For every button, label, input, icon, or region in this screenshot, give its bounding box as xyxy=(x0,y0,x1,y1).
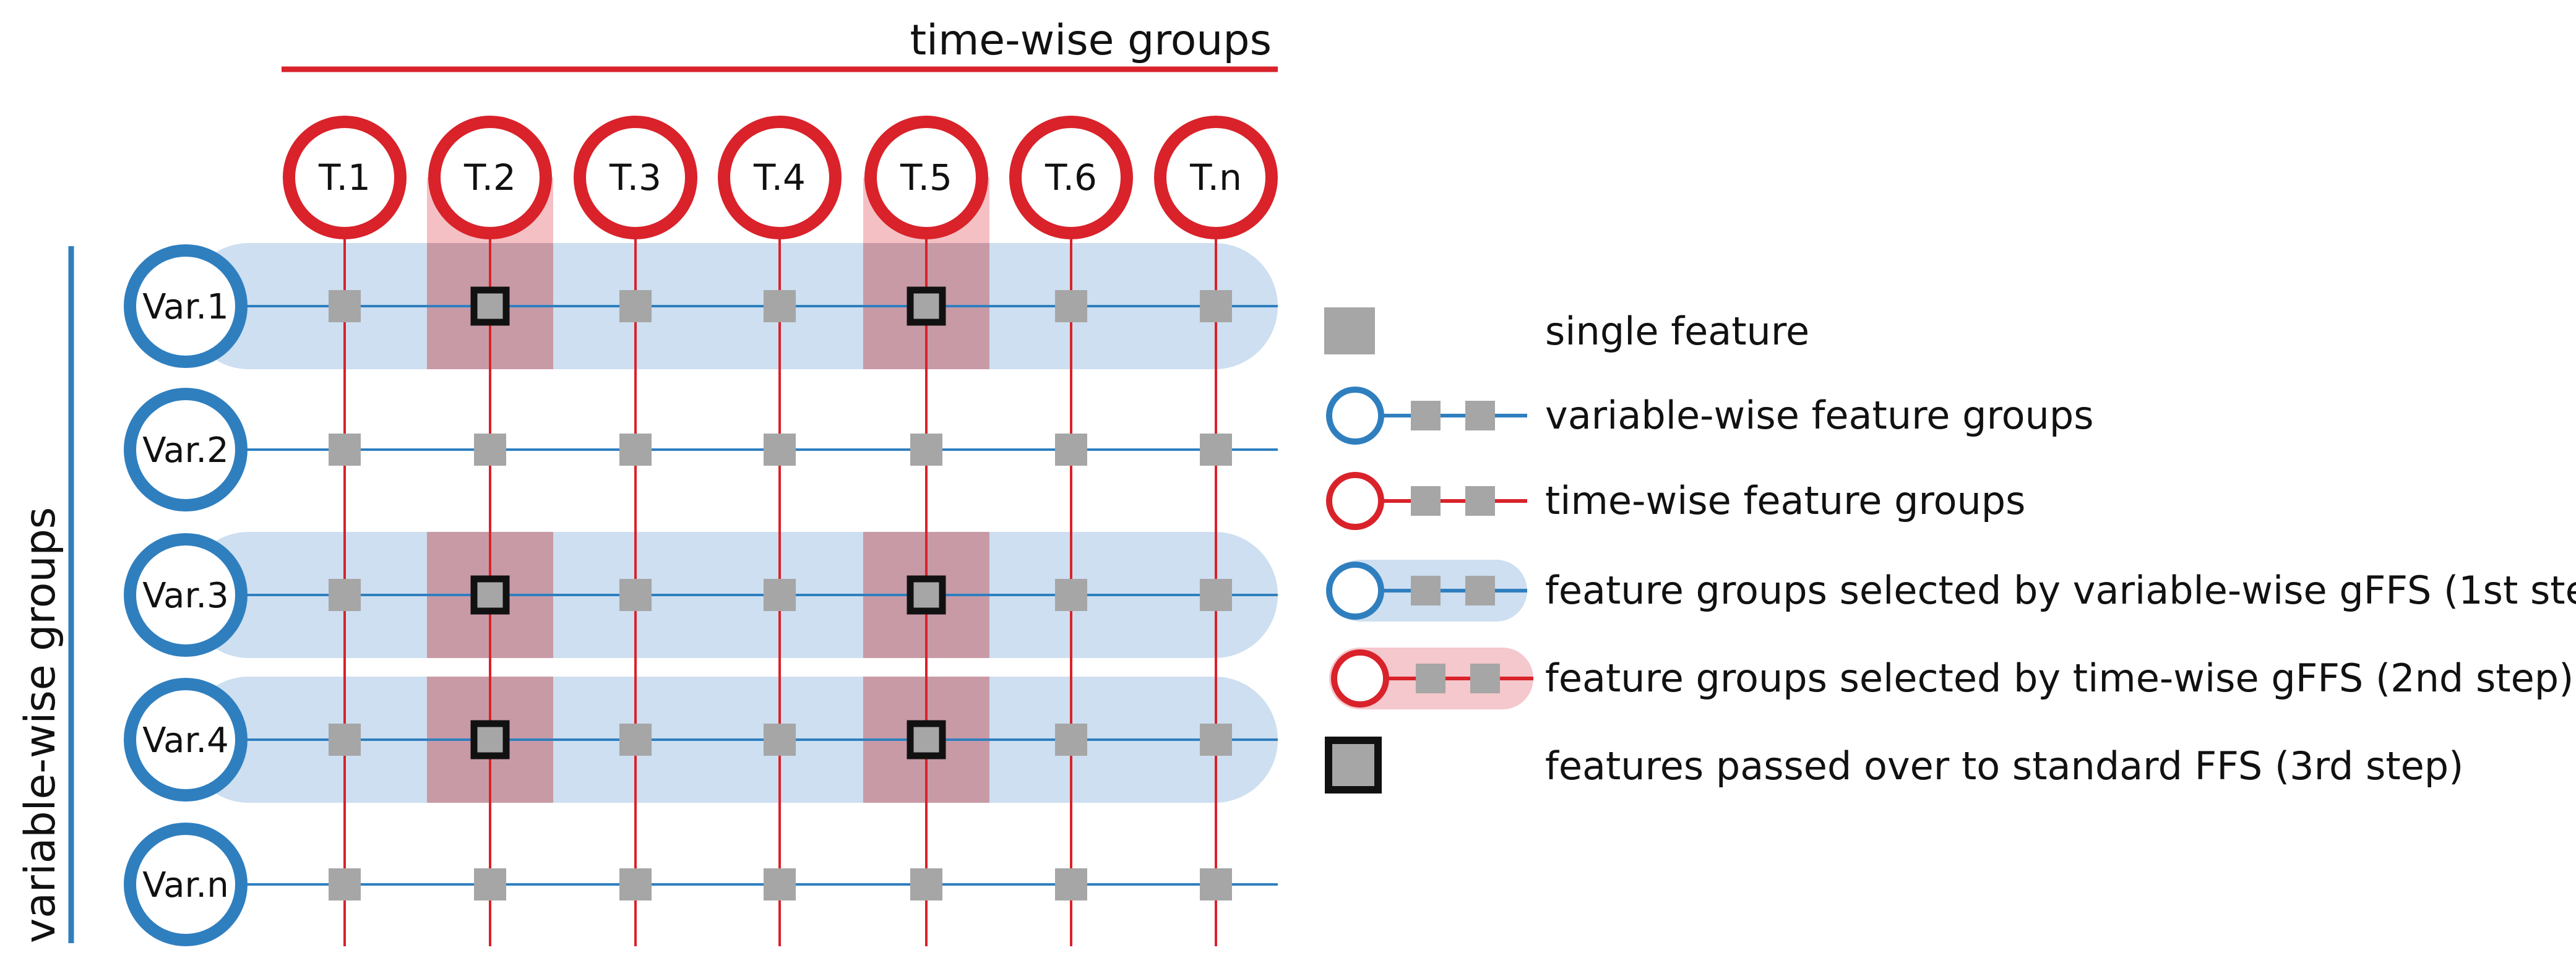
single-feature xyxy=(910,434,942,466)
passed-feature xyxy=(907,575,946,615)
time-group-node xyxy=(574,116,697,239)
passed-feature xyxy=(907,286,946,326)
single-feature xyxy=(764,868,796,900)
single-feature xyxy=(329,868,361,900)
single-feature xyxy=(1200,579,1232,611)
single-feature xyxy=(1055,579,1087,611)
group-nodes: T.1 T.2 T.3 T.4 T.5 T.6 T.nVar.1Var.2Var.3Var.… xyxy=(124,116,1278,946)
time-group-node xyxy=(283,116,407,239)
single-feature xyxy=(764,290,796,322)
variable-group-node xyxy=(124,533,248,657)
feature-grid xyxy=(329,286,1232,900)
legend-selected-time-feature xyxy=(1416,664,1445,693)
single-feature xyxy=(619,290,652,322)
single-feature xyxy=(1055,724,1087,756)
legend-single-feature-label: single feature xyxy=(1545,309,1809,354)
legend-variable-feature xyxy=(1411,401,1441,430)
time-group-label: T.2 xyxy=(463,156,516,199)
single-feature xyxy=(764,434,796,466)
passed-feature xyxy=(470,286,510,326)
single-feature xyxy=(619,868,652,900)
legend-selected-variable-feature xyxy=(1465,576,1495,605)
time-group-node xyxy=(1154,116,1278,239)
single-feature xyxy=(764,724,796,756)
legend-single-feature-symbol xyxy=(1324,307,1375,354)
variable-group-label: Var.2 xyxy=(142,430,229,471)
time-group-label: T.3 xyxy=(609,156,661,199)
single-feature xyxy=(1055,290,1087,322)
legend-selected-variable-node xyxy=(1326,562,1384,620)
single-feature xyxy=(474,434,506,466)
selection-bands xyxy=(186,178,1278,803)
legend-time-feature xyxy=(1465,486,1495,516)
single-feature xyxy=(329,724,361,756)
variable-group-node xyxy=(124,678,248,802)
single-feature xyxy=(619,579,652,611)
variable-group-node xyxy=(124,244,248,368)
single-feature xyxy=(1200,434,1232,466)
time-group-label: T.1 xyxy=(318,156,371,199)
single-feature xyxy=(1055,868,1087,900)
legend-variable-feature xyxy=(1465,401,1495,430)
legend-passed-feature-symbol xyxy=(1325,737,1382,793)
single-feature xyxy=(619,434,652,466)
single-feature xyxy=(329,434,361,466)
single-feature xyxy=(910,868,942,900)
legend-selected-time-feature xyxy=(1470,664,1500,693)
variable-group-label: Var.1 xyxy=(142,287,229,327)
single-feature xyxy=(1200,290,1232,322)
time-wise-groups-title: time-wise groups xyxy=(910,16,1272,65)
time-group-node xyxy=(864,116,988,239)
legend-time-groups-label: time-wise feature groups xyxy=(1545,478,2025,523)
legend-selected-variable-label: feature groups selected by variable-wise… xyxy=(1545,568,2576,613)
single-feature xyxy=(1200,868,1232,900)
passed-feature xyxy=(470,575,510,615)
single-feature xyxy=(764,579,796,611)
single-feature xyxy=(329,579,361,611)
legend: single feature variable-wise feature gro… xyxy=(1324,307,2576,793)
single-feature xyxy=(474,868,506,900)
time-group-label: T.6 xyxy=(1045,156,1097,199)
time-group-label: T.n xyxy=(1189,156,1242,199)
single-feature xyxy=(619,724,652,756)
variable-group-node xyxy=(124,388,248,511)
variable-group-node xyxy=(124,823,248,946)
time-group-node xyxy=(428,116,552,239)
variable-group-label: Var.n xyxy=(142,865,228,905)
time-group-label: T.4 xyxy=(753,156,806,199)
legend-time-feature xyxy=(1411,486,1441,516)
time-group-label: T.5 xyxy=(900,156,952,199)
legend-selected-variable-feature xyxy=(1411,576,1441,605)
single-feature xyxy=(1200,724,1232,756)
legend-variable-groups-label: variable-wise feature groups xyxy=(1545,393,2094,438)
time-group-node xyxy=(1009,116,1133,239)
legend-passed-features-label: features passed over to standard FFS (3r… xyxy=(1545,743,2463,789)
variable-wise-groups-title: variable-wise groups xyxy=(16,507,65,943)
passed-feature xyxy=(470,720,510,759)
variable-group-label: Var.3 xyxy=(142,576,229,616)
passed-feature xyxy=(907,720,946,759)
variable-group-label: Var.4 xyxy=(142,721,229,761)
legend-variable-node xyxy=(1326,387,1384,445)
legend-selected-time-label: feature groups selected by time-wise gFF… xyxy=(1545,656,2574,701)
time-group-node xyxy=(718,116,842,239)
legend-selected-time-node xyxy=(1331,649,1389,708)
legend-time-node xyxy=(1326,472,1384,530)
single-feature xyxy=(329,290,361,322)
single-feature xyxy=(1055,434,1087,466)
